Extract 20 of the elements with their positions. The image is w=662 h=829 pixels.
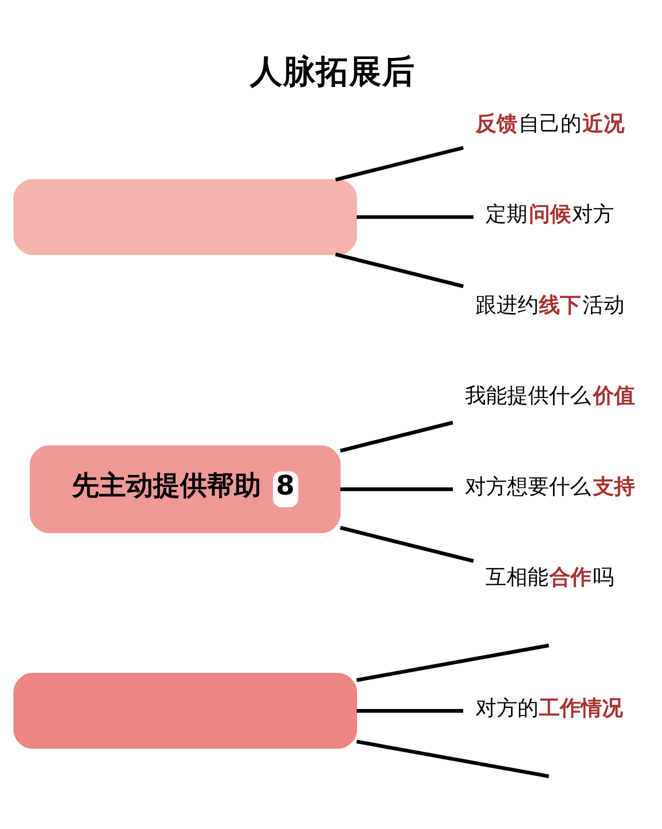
diagram-title: 人脉拓展后 bbox=[250, 52, 415, 91]
node-box bbox=[13, 672, 358, 749]
connector bbox=[340, 420, 454, 453]
node-text: 互相能合作吗 bbox=[486, 564, 614, 589]
connector bbox=[340, 487, 453, 492]
node-text: 对方的工作情况 bbox=[475, 696, 624, 720]
connector bbox=[356, 740, 550, 778]
node-text: 跟进约线下活动 bbox=[475, 292, 624, 317]
node-box: 先主动提供帮助 8 bbox=[30, 445, 341, 534]
node-text: 对方想要什么支持 bbox=[464, 474, 635, 498]
connector bbox=[356, 215, 474, 219]
node-text: 我能提供什么价值 bbox=[464, 384, 635, 408]
connector bbox=[340, 526, 474, 563]
connector bbox=[335, 252, 464, 288]
connector bbox=[335, 146, 464, 182]
connector bbox=[356, 709, 464, 713]
node-text: 反馈自己的近况 bbox=[475, 111, 624, 136]
connector bbox=[356, 644, 550, 682]
node-box bbox=[13, 179, 358, 255]
node-text: 定期问候对方 bbox=[486, 202, 614, 226]
